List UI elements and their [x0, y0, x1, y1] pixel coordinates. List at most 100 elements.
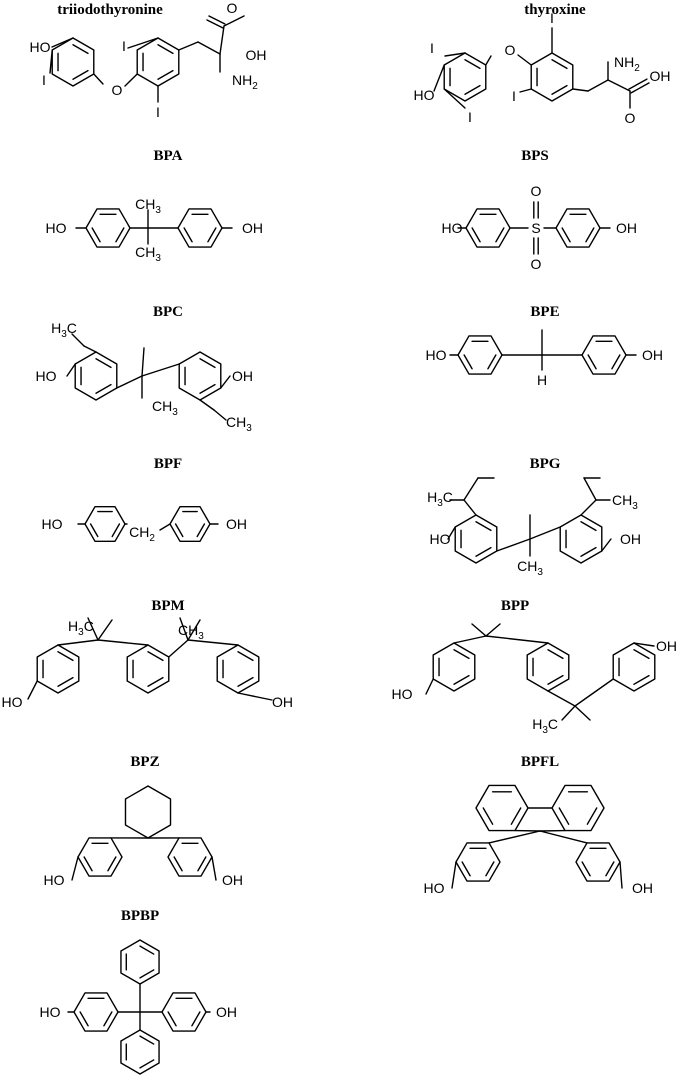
atom-label-h3c: H3C	[51, 320, 77, 340]
molecule-title: thyroxine	[524, 2, 586, 18]
aromatic-bond	[561, 227, 571, 243]
atom-label-oh: OH	[632, 880, 653, 896]
bond	[485, 623, 501, 637]
aromatic-bond	[139, 945, 155, 955]
molecule-title: triiodothyronine	[57, 2, 163, 18]
atom-label-oh: OH	[656, 638, 677, 654]
atom-label-oh: OH	[246, 47, 267, 63]
aromatic-bond	[475, 521, 492, 532]
bond	[488, 830, 541, 844]
atom-label-oh: OH	[272, 694, 293, 710]
bond	[607, 79, 631, 92]
molecule-title: BPF	[154, 456, 182, 472]
atom-label-o: O	[625, 110, 636, 126]
atom-label-ch3: CH3	[135, 196, 161, 216]
atom-label-o: O	[505, 42, 516, 58]
aromatic-bond	[547, 649, 564, 660]
aromatic-bond	[580, 546, 597, 557]
bond	[187, 639, 239, 646]
benzene-ring	[36, 644, 80, 694]
aromatic-bond	[139, 969, 155, 979]
aromatic-bond	[461, 861, 471, 877]
bond	[219, 25, 225, 55]
atom-label-oh: OH	[226, 516, 247, 532]
bond	[443, 88, 466, 109]
aromatic-bond	[464, 84, 481, 95]
bond	[517, 54, 532, 66]
aromatic-bond	[463, 354, 473, 370]
atom-label-i: I	[42, 72, 46, 88]
molecule-title: BPG	[530, 456, 561, 472]
aromatic-bond	[183, 227, 193, 243]
aromatic-bond	[57, 651, 74, 662]
bond	[187, 619, 201, 641]
bond	[574, 705, 591, 721]
bond	[71, 333, 85, 347]
bond	[451, 861, 457, 889]
bond	[619, 861, 623, 889]
atom-label-ho: HO	[430, 531, 451, 547]
aromatic-bond	[487, 354, 497, 370]
bond	[628, 78, 648, 90]
aromatic-bond	[605, 861, 615, 877]
bond	[572, 88, 589, 92]
bond	[97, 639, 149, 646]
benzene-ring	[169, 505, 211, 543]
bond	[220, 375, 231, 389]
atom-label-oh: OH	[650, 68, 671, 84]
bond	[27, 680, 38, 700]
aromatic-bond	[95, 383, 112, 394]
aromatic-bond	[57, 676, 74, 687]
bond	[453, 635, 487, 644]
bond	[587, 79, 609, 92]
aromatic-bond	[157, 69, 174, 80]
aromatic-bond	[585, 227, 595, 243]
aromatic-bond	[485, 861, 495, 877]
aromatic-bond	[83, 856, 93, 872]
molecule-title: BPE	[530, 304, 559, 320]
bond	[159, 523, 171, 531]
bond	[127, 37, 159, 49]
benzene-ring	[612, 642, 656, 692]
benzene-ring	[555, 208, 601, 248]
aromatic-bond	[79, 1011, 89, 1027]
atom-label-h3c: H3C	[427, 489, 453, 509]
atom-label-h3c: H3C	[532, 716, 558, 736]
aromatic-bond	[191, 1011, 201, 1027]
bond	[547, 690, 576, 707]
atom-label-ho: HO	[426, 347, 447, 363]
molecule-title: BPA	[154, 148, 183, 164]
aromatic-bond	[558, 807, 570, 825]
aromatic-bond	[482, 807, 494, 825]
atom-label-h: H	[537, 372, 547, 388]
aromatic-bond	[199, 383, 216, 394]
atom-label-nh2: NH2	[232, 72, 258, 92]
bond	[141, 363, 180, 377]
atom-label-ho: HO	[392, 686, 413, 702]
bond	[197, 41, 221, 55]
aromatic-bond	[139, 1059, 155, 1069]
benzene-ring	[167, 837, 213, 877]
atom-label-ho: HO	[40, 1004, 61, 1020]
bond	[463, 499, 477, 516]
aromatic-bond	[580, 521, 597, 532]
atom-label-oh: OH	[222, 872, 243, 888]
atom-label-ho: HO	[424, 880, 445, 896]
atom-label-i: I	[156, 104, 160, 120]
atom-label-o: O	[112, 82, 123, 98]
aromatic-bond	[237, 651, 254, 662]
atom-label-h3c: H3C	[68, 618, 94, 638]
bond	[539, 830, 588, 844]
aromatic-bond	[174, 523, 184, 538]
bond	[93, 73, 104, 85]
atom-label-ho: HO	[42, 516, 63, 532]
bond	[178, 41, 199, 51]
aromatic-bond	[147, 651, 164, 662]
atom-label-oh: OH	[620, 531, 641, 547]
